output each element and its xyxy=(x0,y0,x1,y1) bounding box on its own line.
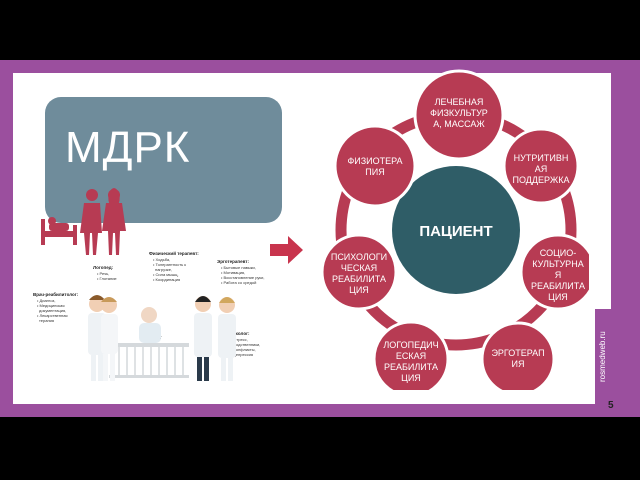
svg-text:РЕАБИЛИТА: РЕАБИЛИТА xyxy=(531,281,585,291)
svg-text:• Восстановление руки,: • Восстановление руки, xyxy=(221,275,265,280)
svg-text:• депрессия: • депрессия xyxy=(231,352,253,357)
svg-text:документация,: документация, xyxy=(39,308,66,313)
svg-text:АЯ: АЯ xyxy=(535,164,548,174)
svg-text:ФИЗИОТЕРА: ФИЗИОТЕРА xyxy=(347,156,402,166)
node-sociocultural: СОЦИО- КУЛЬТУРНА Я РЕАБИЛИТА ЦИЯ xyxy=(519,233,589,311)
svg-text:Психолог:: Психолог: xyxy=(227,331,250,336)
node-speech: ЛОГОПЕДИЧ ЕСКАЯ РЕАБИЛИТА ЦИЯ xyxy=(372,320,450,390)
svg-text:• Бытовые навыки,: • Бытовые навыки, xyxy=(221,265,256,270)
doctor-figures xyxy=(88,295,236,381)
svg-text:• Конфликты,: • Конфликты, xyxy=(231,347,256,352)
svg-text:• Работа со средой: • Работа со средой xyxy=(221,280,256,285)
site-label: rosmedweb.ru xyxy=(598,331,607,382)
rehab-cycle-diagram: ПАЦИЕНТ ЛЕЧЕБНАЯ ФИЗКУЛЬТУР А, МАССАЖ НУ… xyxy=(320,69,589,390)
slide-title: МДРК xyxy=(65,123,191,172)
svg-text:Эрготерапевт:: Эрготерапевт: xyxy=(217,259,249,264)
svg-text:• Родственники,: • Родственники, xyxy=(231,342,260,347)
svg-text:ЧЕСКАЯ: ЧЕСКАЯ xyxy=(341,263,377,273)
center-label: ПАЦИЕНТ xyxy=(419,223,492,240)
svg-text:ПСИХОЛОГИ: ПСИХОЛОГИ xyxy=(331,252,387,262)
svg-text:• Сила мышц,: • Сила мышц, xyxy=(153,272,179,277)
svg-text:А, МАССАЖ: А, МАССАЖ xyxy=(433,119,485,129)
arrow-right-icon xyxy=(270,236,303,264)
svg-text:• Медицинская: • Медицинская xyxy=(37,303,65,308)
svg-text:СОЦИО-: СОЦИО- xyxy=(540,248,576,258)
svg-text:• Мотивация,: • Мотивация, xyxy=(221,270,245,275)
svg-text:• Лекарственная: • Лекарственная xyxy=(37,313,68,318)
svg-text:• Толерантность к: • Толерантность к xyxy=(153,262,186,267)
svg-text:• Глотание: • Глотание xyxy=(97,276,117,281)
slide: МДРК ПАЦИЕНТ xyxy=(13,69,614,411)
svg-text:ЭРГОТЕРАП: ЭРГОТЕРАП xyxy=(491,348,544,358)
patient-family-icon xyxy=(41,188,126,255)
svg-text:• Координация: • Координация xyxy=(153,277,180,282)
medical-team-illustration: Врач-реабилитолог: • Диагноз, • Медицинс… xyxy=(33,250,265,381)
title-box xyxy=(45,97,282,223)
site-label-strip: rosmedweb.ru xyxy=(595,309,611,404)
svg-text:терапия: терапия xyxy=(39,318,54,323)
node-psychological: ПСИХОЛОГИ ЧЕСКАЯ РЕАБИЛИТА ЦИЯ xyxy=(320,233,398,311)
svg-text:ЛЕЧЕБНАЯ: ЛЕЧЕБНАЯ xyxy=(435,97,484,107)
svg-text:Физический терапевт:: Физический терапевт: xyxy=(149,250,199,256)
svg-text:ЦИЯ: ЦИЯ xyxy=(401,373,421,383)
node-physiotherapy: ФИЗИОТЕРА ПИЯ xyxy=(333,124,417,208)
svg-text:КУЛЬТУРНА: КУЛЬТУРНА xyxy=(532,259,583,269)
svg-text:• Ходьба,: • Ходьба, xyxy=(153,257,170,262)
svg-text:РЕАБИЛИТА: РЕАБИЛИТА xyxy=(384,362,438,372)
svg-text:Логопед:: Логопед: xyxy=(93,265,114,270)
svg-text:Врач-реабилитолог:: Врач-реабилитолог: xyxy=(33,291,79,297)
svg-text:нагрузке,: нагрузке, xyxy=(155,267,172,272)
svg-text:ЦИЯ: ЦИЯ xyxy=(548,292,568,302)
svg-text:• Диагноз,: • Диагноз, xyxy=(37,298,55,303)
svg-text:Я: Я xyxy=(555,270,562,280)
node-nutrition: НУТРИТИВН АЯ ПОДДЕРЖКА xyxy=(502,127,580,205)
slide-frame: МДРК ПАЦИЕНТ xyxy=(0,60,640,417)
node-ergotherapy: ЭРГОТЕРАП ИЯ xyxy=(480,321,556,390)
center-node xyxy=(392,166,520,294)
svg-text:НУТРИТИВН: НУТРИТИВН xyxy=(514,153,569,163)
svg-text:ФИЗКУЛЬТУР: ФИЗКУЛЬТУР xyxy=(430,108,488,118)
svg-text:ПИЯ: ПИЯ xyxy=(365,167,384,177)
svg-text:ЛОГОПЕДИЧ: ЛОГОПЕДИЧ xyxy=(383,340,438,350)
svg-text:ЦИЯ: ЦИЯ xyxy=(349,285,369,295)
svg-text:ЕСКАЯ: ЕСКАЯ xyxy=(396,351,426,361)
svg-text:ИЯ: ИЯ xyxy=(512,359,525,369)
svg-text:• Речь,: • Речь, xyxy=(97,271,109,276)
svg-text:• Стресс,: • Стресс, xyxy=(231,337,248,342)
node-lfk: ЛЕЧЕБНАЯ ФИЗКУЛЬТУР А, МАССАЖ xyxy=(413,69,505,161)
svg-text:РЕАБИЛИТА: РЕАБИЛИТА xyxy=(332,274,386,284)
svg-text:ПОДДЕРЖКА: ПОДДЕРЖКА xyxy=(513,175,570,185)
page-number: 5 xyxy=(608,400,614,411)
